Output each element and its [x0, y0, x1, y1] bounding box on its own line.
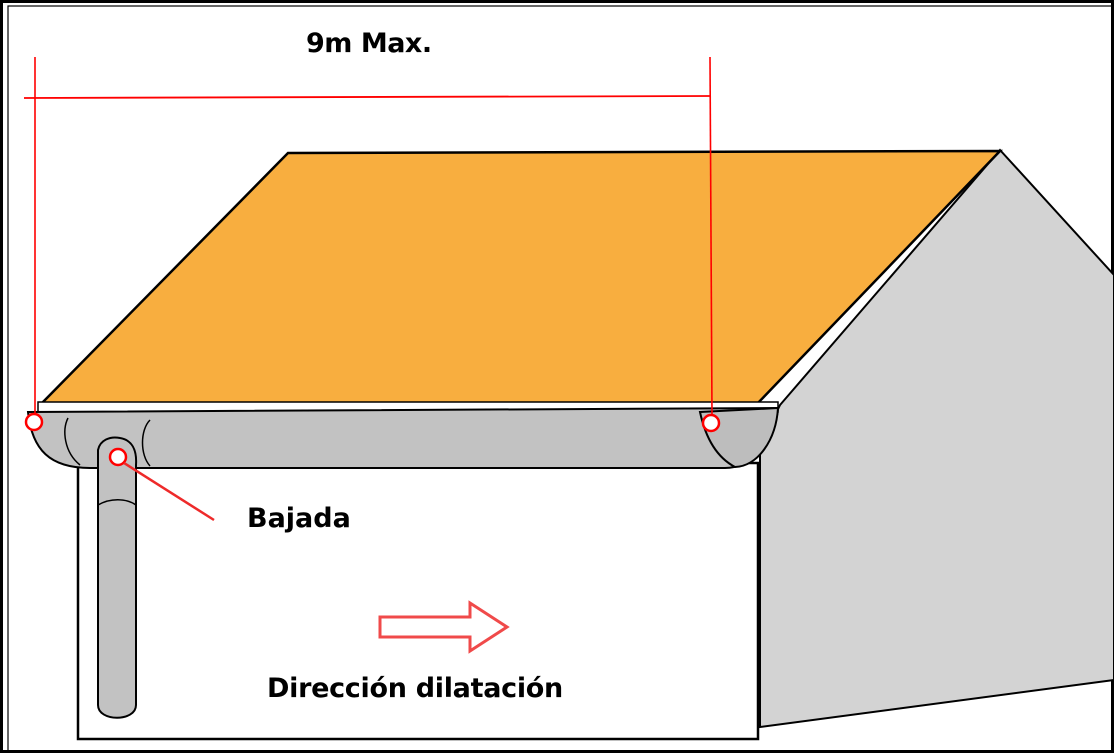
dimension-line	[23, 95, 711, 99]
front-wall	[76, 461, 760, 741]
marker-right-end	[701, 413, 721, 433]
downpipe-joint	[97, 499, 137, 506]
marker-left-end	[24, 412, 44, 432]
downpipe-label: Bajada	[247, 503, 351, 534]
gutter-rim	[141, 419, 151, 467]
expansion-direction-label: Dirección dilatación	[267, 673, 563, 704]
dimension-right-extension	[709, 56, 713, 416]
span-label: 9m Max.	[306, 28, 432, 59]
gutter	[26, 406, 780, 469]
expansion-arrow-icon	[378, 600, 510, 654]
downpipe-leader-line	[123, 461, 215, 522]
marker-downpipe	[108, 447, 128, 467]
gutter-left-curl	[64, 417, 81, 466]
gable-wall	[759, 148, 1114, 729]
downpipe	[97, 436, 138, 719]
frame-inner-border	[7, 5, 1114, 752]
